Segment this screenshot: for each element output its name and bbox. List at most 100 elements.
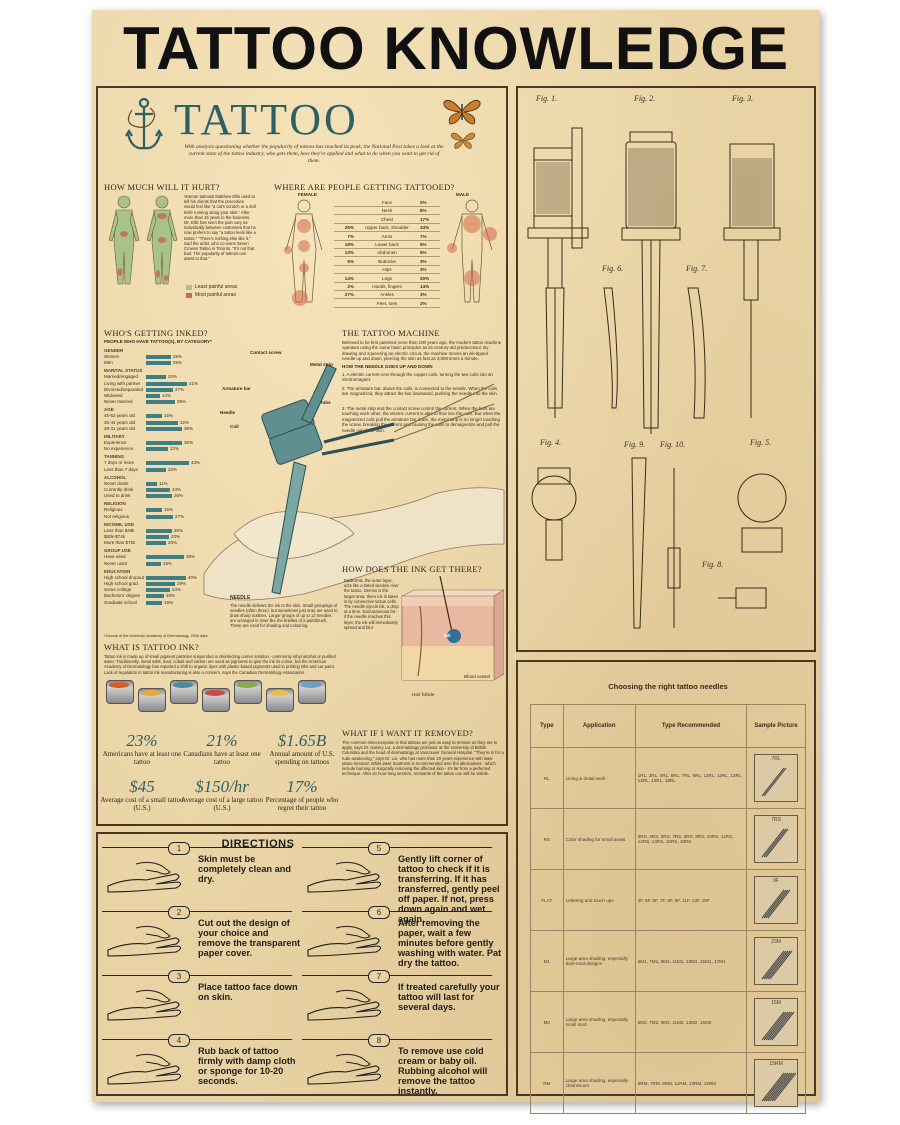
needle-line — [767, 889, 791, 919]
needle-line — [765, 828, 789, 858]
inked-row-label: Never used — [104, 560, 128, 566]
label-contact-screw: Contact screw — [250, 350, 282, 355]
inked-row-value: 38% — [186, 554, 196, 560]
inked-row-value: 29% — [177, 399, 187, 405]
stat-number: 21% — [206, 731, 238, 750]
stat-number: 17% — [286, 777, 318, 796]
needle-type: M2 — [530, 991, 564, 1053]
step-number: 4 — [168, 1034, 190, 1047]
inked-row-bar — [146, 400, 175, 405]
needle-sample-picture: 7RS — [754, 815, 799, 863]
skin-cross-section — [401, 576, 504, 681]
where-body-part: Legs — [382, 275, 392, 281]
step-text: Place tattoo face down on skin. — [198, 982, 298, 1002]
needle-sample-code: 15RM — [769, 1061, 783, 1067]
where-male-value: 2% — [420, 300, 427, 306]
step-rule — [102, 847, 292, 848]
hand-icon — [307, 861, 382, 893]
where-male-value: 0% — [420, 200, 427, 205]
needle-sample-picture: 15M — [754, 998, 799, 1046]
butterfly-icon — [443, 99, 481, 125]
step-number: 1 — [168, 842, 190, 855]
step-rule — [102, 911, 292, 912]
pain-body-diagram — [108, 195, 178, 285]
step-number: 5 — [368, 842, 390, 855]
col-application: Application — [562, 704, 636, 748]
where-female-value: 5% — [347, 258, 354, 264]
needle-application: Lining & detail work — [562, 747, 636, 809]
fig-7-label: Fig. 7. — [686, 264, 708, 273]
needle-type: RL — [530, 747, 564, 809]
needle-recommended: 3RS, 4RS, 5RS, 7RS, 8RS, 9RS, 10RS, 11RS… — [634, 808, 748, 870]
inked-row-bar — [146, 467, 166, 472]
hurt-heading: HOW MUCH WILL IT HURT? — [104, 182, 220, 192]
stat-text: Americans have at least one tattoo — [102, 750, 182, 766]
needle-sample-icon — [761, 828, 789, 858]
label-tube: Tube — [320, 400, 331, 405]
where-male-value: 17% — [420, 216, 430, 222]
inked-row-label: Used to drink — [104, 493, 131, 499]
needles-panel: Choosing the right tattoo needles Type A… — [516, 660, 816, 1114]
fig-3-label: Fig. 3. — [732, 94, 754, 103]
where-female-value: 18% — [344, 242, 354, 247]
inked-row-bar — [146, 575, 186, 580]
inked-row-label: 28-31 years old — [104, 425, 136, 431]
machine-heading: THE TATTOO MACHINE — [342, 328, 440, 338]
inked-row-value: 23% — [171, 534, 181, 539]
needle-sample-icon — [761, 1072, 797, 1102]
hand-icon — [107, 1053, 182, 1085]
legend-most-swatch — [186, 292, 192, 298]
ink-pot-color — [109, 682, 129, 688]
female-outline — [284, 199, 323, 306]
step-text: Gently lift corner of tattoo to check if… — [398, 854, 500, 924]
ink-pot — [170, 680, 198, 704]
stat-number: $45 — [129, 777, 155, 796]
needle-line — [767, 950, 791, 980]
inked-row-bar — [146, 375, 166, 380]
needle-line — [773, 1072, 797, 1102]
needle-application: Large area shading, especially small mod — [562, 991, 636, 1053]
ink-pot — [266, 688, 294, 712]
where-body-part: Feet, toes — [376, 300, 398, 306]
where-male-value: 5% — [420, 242, 427, 247]
inked-row-bar — [146, 528, 172, 533]
inked-row-value: 36% — [184, 425, 194, 431]
needle-line — [771, 1072, 795, 1102]
needle-sample-cell: 7RL — [746, 747, 806, 809]
stat-number: $150/hr — [195, 777, 249, 796]
needle-line — [763, 950, 787, 980]
where-body-part: Buttocks — [378, 258, 396, 264]
step-text: After removing the paper, wait a few min… — [398, 918, 502, 968]
fig-6-label: Fig. 6. — [602, 264, 624, 273]
needle-line — [761, 767, 785, 797]
step-number: 8 — [368, 1034, 390, 1047]
inked-row-label: Less than $49k — [104, 527, 135, 533]
inked-group-label: ALCOHOL — [104, 474, 127, 480]
tattoo-machine-illustration — [203, 364, 505, 601]
col-sample: Sample Picture — [746, 704, 806, 748]
needle-line — [769, 1011, 793, 1041]
hand-icon — [107, 989, 182, 1021]
where-body-part: Lower back — [375, 242, 399, 247]
poster: TATTOO KNOWLEDGE TATTOO — [92, 10, 820, 1114]
where-body-part: Hands, fingers — [372, 284, 402, 289]
remove-heading: WHAT IF I WANT IT REMOVED? — [342, 728, 474, 738]
step-number: 7 — [368, 970, 390, 983]
where-heading: WHERE ARE PEOPLE GETTING TATTOOED? — [274, 182, 455, 192]
step-rule — [302, 847, 492, 848]
inked-group-label: INCOME, USD — [104, 521, 135, 527]
needle-application: Large area shading, especially dark-mod … — [562, 930, 636, 992]
inked-row-value: 20% — [168, 466, 178, 472]
